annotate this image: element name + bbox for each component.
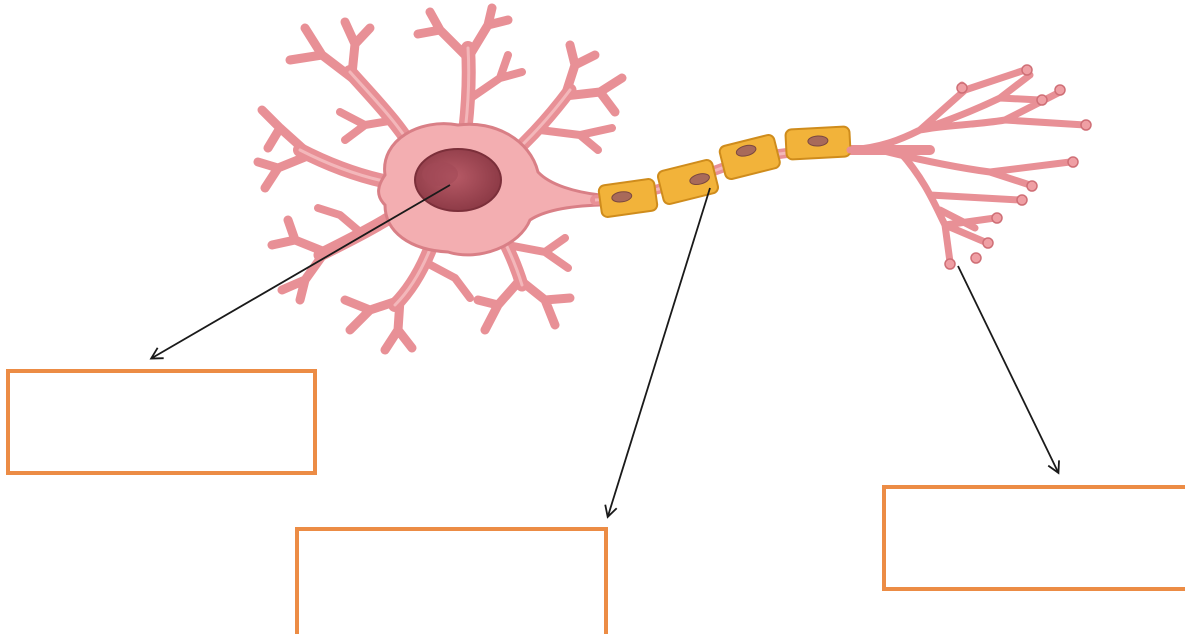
label-box-myelin-sheath[interactable] xyxy=(297,529,606,634)
myelin-sheath xyxy=(598,126,851,217)
neuron xyxy=(258,8,1091,350)
nucleolus xyxy=(422,162,458,186)
label-box-nucleus[interactable] xyxy=(8,371,315,473)
arrow-myelin xyxy=(608,188,710,516)
arrow-nucleus xyxy=(152,185,450,358)
axon-terminals xyxy=(850,65,1091,269)
label-box-axon-terminal[interactable] xyxy=(884,487,1185,589)
arrow-axon-terminal xyxy=(958,266,1058,472)
